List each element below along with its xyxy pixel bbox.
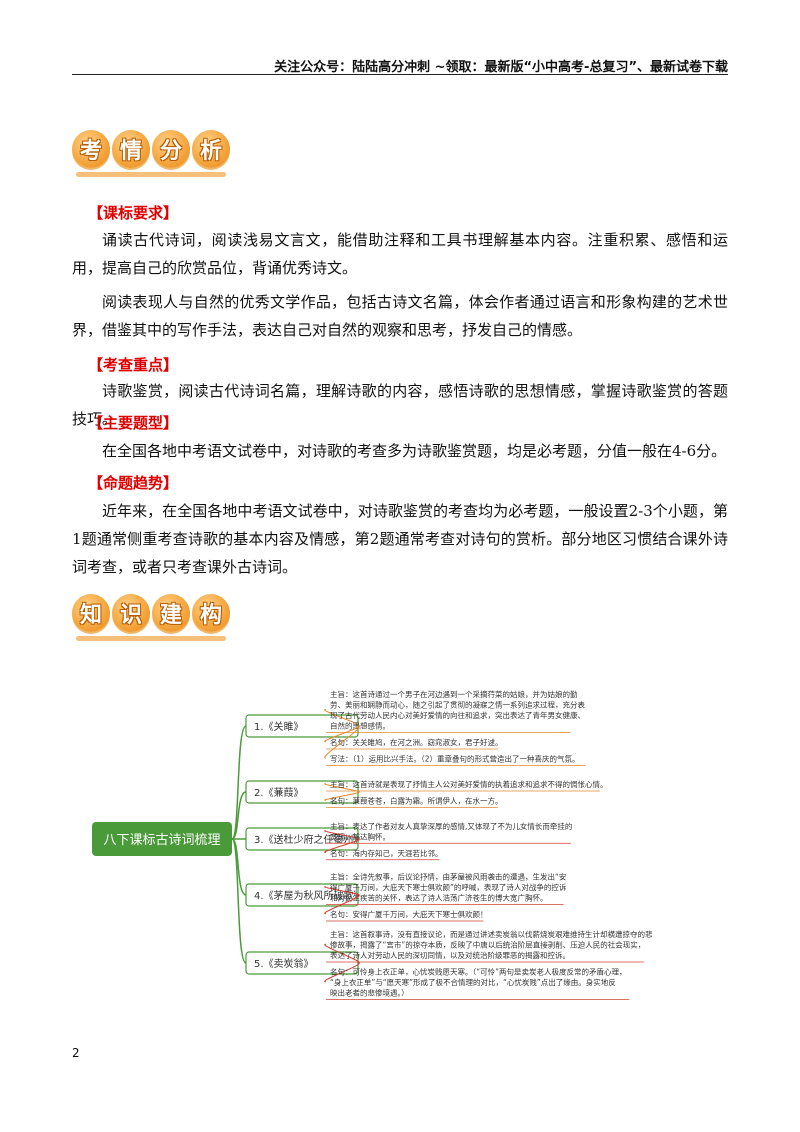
mindmap-leaf-text: 主旨：表达了作者对友人真挚深厚的感情,又体现了不为儿女情长而牵挂的 [330, 821, 572, 831]
mindmap-root-label: 八下课标古诗词梳理 [103, 833, 220, 848]
mindmap-leaf-text: 惨故事，揭露了“宫市”的掠夺本质，反映了中唐以后统治阶层直接剥削、压迫人民的社会… [330, 940, 645, 950]
mindmap-leaf-text: 主旨：这首叙事诗，没有直接议论，而是通过讲述卖炭翁以伐薪烧炭艰难维持生计却横遭掠… [330, 929, 653, 939]
banner-char: 析 [192, 130, 230, 168]
banner-underline [76, 636, 226, 641]
mindmap-leaf-text: 名句：蒹葭苍苍，白露为霜。所谓伊人，在水一方。 [330, 796, 503, 806]
mindmap-leaf-text: 和对民生疾苦的关怀，表达了诗人浩荡广济苍生的博大宽广胸怀。 [330, 893, 548, 903]
banner-char: 情 [112, 130, 150, 168]
mindmap-branch-label: 1.《关雎》 [254, 720, 304, 733]
banner-char: 知 [72, 594, 110, 632]
section-title: 【主要题型】 [88, 414, 179, 432]
mindmap-leaf-text: 主旨：这首诗通过一个男子在河边遇到一个采摘荇菜的姑娘，并为姑娘的勤 [330, 689, 578, 699]
section-title: 【课标要求】 [88, 204, 179, 222]
paragraph: 在全国各地中考语文试卷中，对诗歌的考查多为诗歌鉴赏题，均是必考题，分值一般在4-… [102, 442, 727, 460]
section-title: 【考查重点】 [88, 356, 179, 374]
mindmap-leaf-text: 得广厦千万间，大庇天下寒士俱欢颜”的呼喊，表现了诗人对战争的控诉 [330, 882, 567, 892]
mindmap-connector [231, 791, 247, 840]
banner-exam-analysis: 考 情 分 析 [72, 130, 230, 168]
mindmap-leaf-text: 劳、美丽和娴静而动心，随之引起了贯彻的凝寐之情一系列追求过程，充分表 [330, 700, 585, 710]
mindmap-leaf-text: 写法：（1）运用比兴手法。（2）重章叠句的形式营造出了一种喜庆的气氛。 [330, 754, 580, 764]
mindmap-leaf-text: 表达了诗人对劳动人民的深切同情，以及对统治阶级罪恶的揭露和控诉。 [330, 950, 570, 960]
mindmap-leaf-connector [324, 943, 360, 964]
mindmap-leaf-text: 映出老者的悲惨境遇。） [330, 988, 409, 998]
mindmap-leaf-text: 名句：关关雎鸠，在河之洲。窈窕淑女，君子好逑。 [330, 737, 503, 747]
paragraph: 诵读古代诗词，阅读浅易文言文，能借助注释和工具书理解基本内容。注重积累、感悟和运… [72, 231, 728, 277]
mindmap-leaf-connector [324, 709, 360, 727]
mindmap-branch-label: 2.《蒹葭》 [254, 786, 304, 799]
section-title: 【命题趋势】 [88, 474, 179, 492]
mindmap-leaf-text: 名句：安得广厦千万间，大庇天下寒士俱欢颜！ [330, 909, 488, 919]
banner-char: 识 [112, 594, 150, 632]
mindmap-leaf-connector [324, 791, 360, 801]
mindmap-leaf-connector [324, 838, 360, 853]
mindmap-branch-label: 3.《送杜少府之任蜀州》 [254, 833, 364, 846]
page-header: 关注公众号：陆陆高分冲刺 ~领取：最新版“小中高考-总复习”、最新试卷下载 [274, 60, 728, 75]
paragraph: 诗歌鉴赏，阅读古代诗词名篇，理解诗歌的内容，感悟诗歌的思想情感，掌握诗歌鉴赏的答… [72, 382, 728, 428]
mindmap-connector [231, 838, 247, 964]
mindmap-branch-label: 5.《卖炭翁》 [254, 957, 314, 970]
banner-underline [76, 172, 226, 177]
header-rule [72, 74, 728, 75]
mindmap-connector [231, 725, 247, 840]
mindmap-leaf-text: “身上衣正单”与“愿天寒”形成了极不合情理的对比，“心忧炭贱”点出了缘由。身实地… [330, 977, 616, 987]
mindmap-leaf-text: 主旨：全诗先叙事，后议论抒情，由茅屋被风雨袭击的遭遇，生发出“安 [330, 872, 567, 882]
mindmap-leaf-text: 名句：海内存知己，天涯若比邻。 [330, 848, 443, 858]
mindmap-leaf-text: 宽阔、豁达胸怀。 [330, 831, 390, 841]
mindmap-leaf-text: 名句：可怜身上衣正单，心忧炭贱愿天寒。（“可怜”两句是卖炭老人极度反常的矛盾心理… [330, 967, 627, 977]
banner-char: 考 [72, 130, 110, 168]
mindmap-leaf-text: 主旨：这首诗就是表现了抒情主人公对美好爱情的执着追求和追求不得的惆怅心情。 [330, 779, 608, 789]
paragraph: 近年来，在全国各地中考语文试卷中，对诗歌鉴赏的考查均为必考题，一般设置2-3个小… [72, 502, 728, 576]
banner-knowledge-structure: 知 识 建 构 [72, 594, 230, 632]
mindmap-leaf-text: 现了古代劳动人民内心对美好爱情的向往和追求，突出表达了青年男女健康、 [330, 710, 585, 720]
mindmap: 八下课标古诗词梳理 1.《关雎》 主旨：这首诗通过一个男子在河边遇到一个采摘荇菜的姑… [92, 689, 653, 1000]
mindmap-connector [231, 838, 247, 896]
paragraph: 阅读表现人与自然的优秀文学作品，包括古诗文名篇，体会作者通过语言和形象构建的艺术… [72, 293, 728, 339]
banner-char: 建 [152, 594, 190, 632]
banner-char: 构 [192, 594, 230, 632]
page-number: 2 [72, 1046, 80, 1060]
mindmap-leaf-connector [324, 725, 360, 759]
mindmap-leaf-text: 自然的思想感情。 [330, 721, 390, 731]
mindmap-root-box [92, 822, 232, 856]
mindmap-branch-label: 4.《茅屋为秋风所破歌》 [254, 889, 364, 902]
mindmap-leaf-connector [324, 894, 360, 915]
mindmap-leaf-connector [324, 962, 360, 983]
banner-char: 分 [152, 130, 190, 168]
